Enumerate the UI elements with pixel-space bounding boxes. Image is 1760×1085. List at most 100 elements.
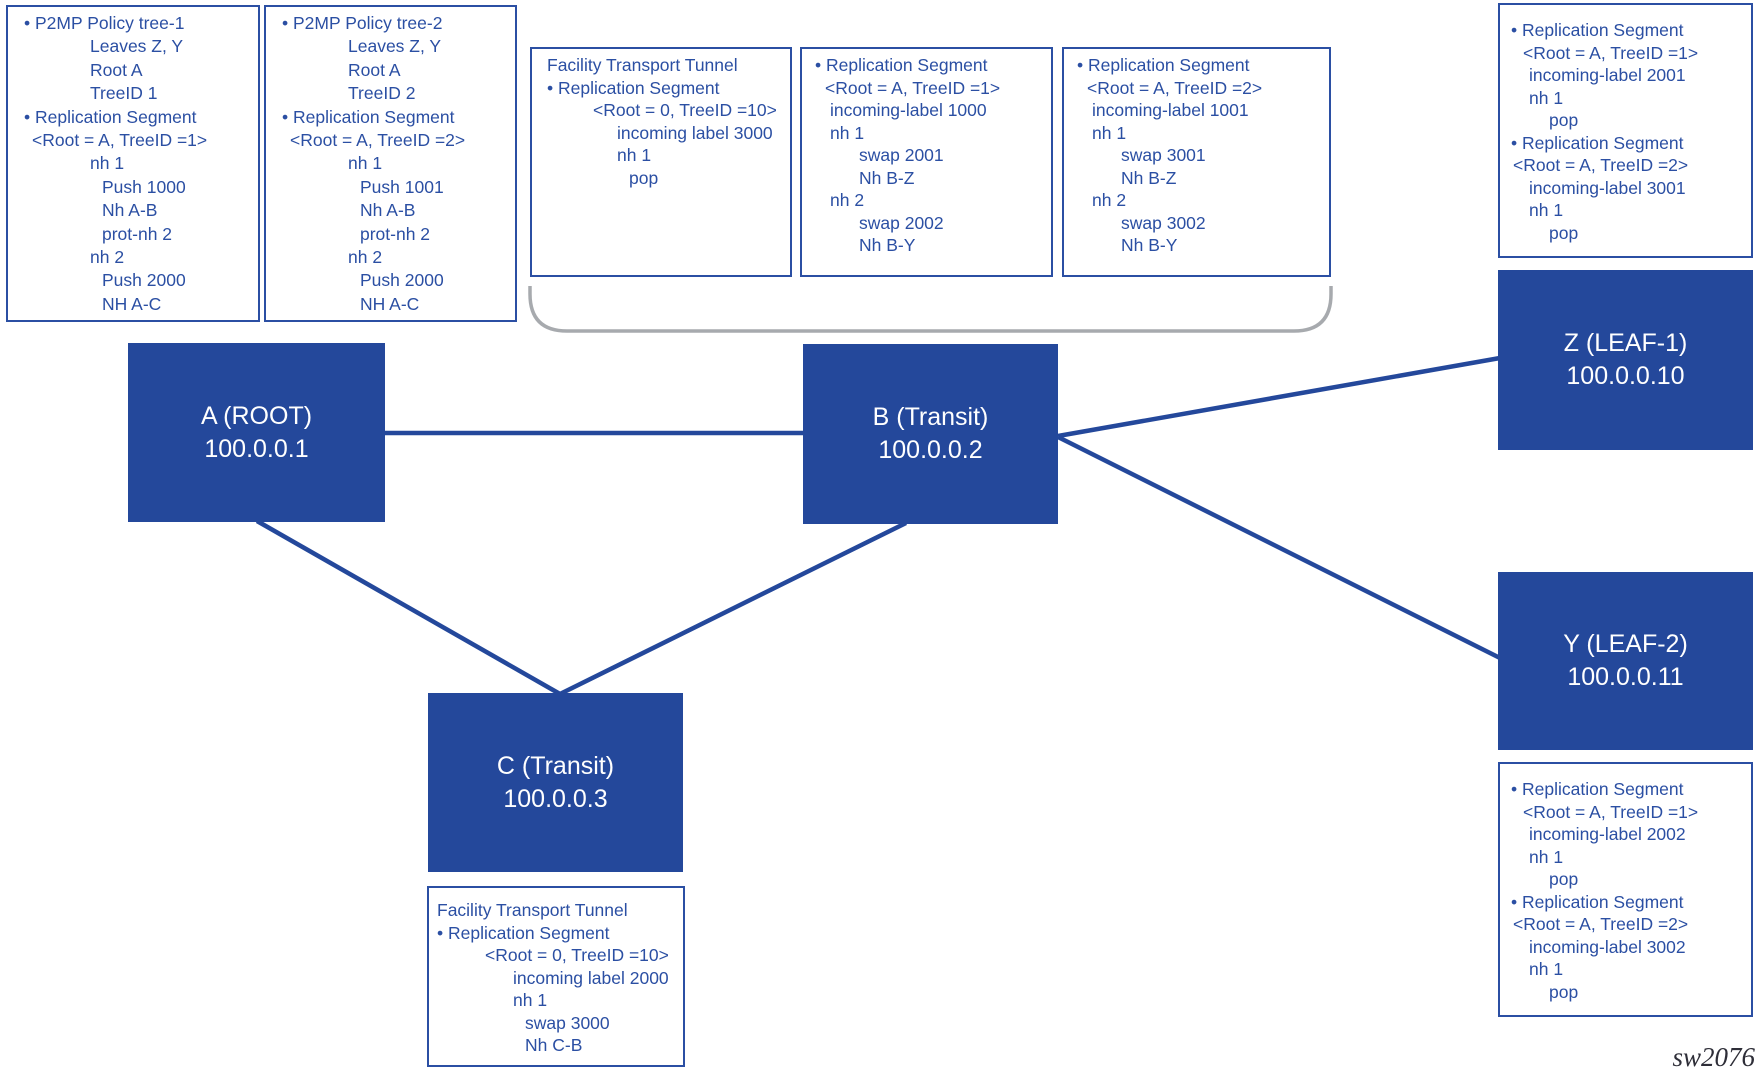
link-b-z bbox=[1057, 355, 1501, 439]
label-line: <Root = A, TreeID =1> bbox=[1523, 42, 1699, 63]
replication-segment-b-tree1-box: • Replication Segment<Root = A, TreeID =… bbox=[800, 47, 1053, 277]
label-line: • Replication Segment bbox=[1511, 20, 1684, 40]
label-line: incoming-label 3002 bbox=[1529, 936, 1686, 957]
replication-segment-y-box: • Replication Segment<Root = A, TreeID =… bbox=[1498, 762, 1753, 1017]
label-line: nh 1 bbox=[1529, 959, 1564, 979]
label-line: swap 2001 bbox=[859, 145, 944, 165]
label-line: pop bbox=[1549, 110, 1579, 130]
label-line: prot-nh 2 bbox=[360, 223, 431, 244]
node-b-title: B (Transit) bbox=[872, 403, 989, 431]
label-line: TreeID 1 bbox=[90, 83, 158, 104]
label-line: • Replication Segment bbox=[437, 922, 610, 943]
label-line: <Root = A, TreeID =2> bbox=[1513, 155, 1689, 175]
link-a-c bbox=[255, 519, 562, 696]
label-line: Root A bbox=[348, 59, 401, 80]
node-b-transit: B (Transit) 100.0.0.2 bbox=[803, 344, 1058, 524]
node-b-ip: 100.0.0.2 bbox=[878, 436, 983, 464]
label-line: swap 2002 bbox=[859, 212, 944, 233]
node-c-ip: 100.0.0.3 bbox=[503, 784, 608, 813]
label-line: • P2MP Policy tree-2 bbox=[282, 13, 443, 33]
label-line: nh 2 bbox=[348, 247, 383, 268]
node-z-title: Z (LEAF-1) bbox=[1563, 329, 1688, 357]
label-line: Push 1001 bbox=[360, 176, 444, 197]
link-b-c bbox=[559, 520, 907, 697]
label-line: incoming-label 2001 bbox=[1529, 65, 1686, 85]
label-line: Nh A-B bbox=[102, 200, 158, 221]
label-line: NH A-C bbox=[102, 293, 162, 314]
label-line: Facility Transport Tunnel bbox=[437, 900, 628, 920]
label-line: • Replication Segment bbox=[1511, 779, 1684, 799]
label-line: nh 1 bbox=[513, 990, 548, 1010]
node-c-title: C (Transit) bbox=[496, 751, 615, 780]
label-line: nh 1 bbox=[1529, 87, 1564, 108]
label-line: nh 1 bbox=[617, 145, 652, 165]
label-line: incoming label 2000 bbox=[513, 967, 669, 988]
label-line: Push 2000 bbox=[102, 270, 186, 291]
label-line: swap 3001 bbox=[1121, 145, 1206, 165]
label-line: prot-nh 2 bbox=[102, 223, 173, 244]
label-line: nh 1 bbox=[830, 122, 865, 143]
label-line: nh 1 bbox=[1529, 200, 1564, 220]
label-line: pop bbox=[1549, 981, 1579, 1002]
label-line: <Root = A, TreeID =2> bbox=[290, 130, 466, 151]
label-line: NH A-C bbox=[360, 293, 420, 314]
node-y-title: Y (LEAF-2) bbox=[1563, 630, 1688, 658]
figure-id-watermark: sw2076 bbox=[1672, 1042, 1755, 1072]
label-line: incoming-label 3001 bbox=[1529, 177, 1686, 198]
label-line: • Replication Segment bbox=[282, 106, 455, 127]
label-line: nh 2 bbox=[90, 247, 125, 268]
node-a-ip: 100.0.0.1 bbox=[204, 434, 309, 463]
replication-segment-b-tree2-box: • Replication Segment<Root = A, TreeID =… bbox=[1062, 47, 1331, 277]
label-line: <Root = A, TreeID =2> bbox=[1513, 914, 1689, 934]
label-line: nh 1 bbox=[1529, 846, 1564, 867]
label-line: Leaves Z, Y bbox=[90, 36, 184, 57]
label-line: <Root = A, TreeID =1> bbox=[825, 77, 1001, 98]
label-line: incoming-label 2002 bbox=[1529, 824, 1686, 844]
label-line: pop bbox=[1549, 222, 1579, 243]
node-b-group-bracket bbox=[528, 286, 1333, 333]
label-line: nh 2 bbox=[1092, 190, 1127, 210]
label-line: • Replication Segment bbox=[1077, 55, 1250, 75]
label-line: pop bbox=[629, 167, 659, 188]
facility-transport-tunnel-c-box: Facility Transport Tunnel• Replication S… bbox=[427, 886, 685, 1067]
label-line: <Root = A, TreeID =1> bbox=[1523, 801, 1699, 822]
label-line: • Replication Segment bbox=[24, 106, 197, 127]
label-line: nh 1 bbox=[90, 153, 125, 174]
label-line: Push 1000 bbox=[102, 176, 186, 197]
label-line: incoming-label 1000 bbox=[830, 100, 987, 120]
label-line: Nh B-Y bbox=[859, 235, 916, 255]
label-line: <Root = 0, TreeID =10> bbox=[485, 945, 669, 965]
label-line: pop bbox=[1549, 869, 1579, 889]
label-line: swap 3000 bbox=[525, 1012, 610, 1033]
node-y-ip: 100.0.0.11 bbox=[1567, 663, 1684, 691]
label-line: Nh A-B bbox=[360, 200, 416, 221]
label-line: <Root = A, TreeID =2> bbox=[1087, 77, 1263, 98]
label-line: • Replication Segment bbox=[815, 55, 988, 75]
label-line: TreeID 2 bbox=[348, 83, 416, 104]
node-y-leaf2: Y (LEAF-2) 100.0.0.11 bbox=[1498, 572, 1753, 750]
node-a-root: A (ROOT) 100.0.0.1 bbox=[128, 343, 385, 522]
label-line: • Replication Segment bbox=[1511, 132, 1684, 153]
label-line: Push 2000 bbox=[360, 270, 444, 291]
label-line: • Replication Segment bbox=[1511, 891, 1684, 912]
label-line: swap 3002 bbox=[1121, 212, 1206, 233]
label-line: nh 2 bbox=[830, 190, 865, 210]
label-line: incoming-label 1001 bbox=[1092, 100, 1249, 120]
node-a-title: A (ROOT) bbox=[200, 401, 313, 430]
label-line: Nh B-Z bbox=[859, 167, 915, 188]
label-line: • Replication Segment bbox=[547, 77, 720, 98]
node-c-transit: C (Transit) 100.0.0.3 bbox=[428, 693, 683, 872]
label-line: <Root = A, TreeID =1> bbox=[32, 130, 208, 151]
label-line: nh 1 bbox=[1092, 122, 1127, 143]
label-line: Nh B-Y bbox=[1121, 235, 1178, 255]
replication-segment-z-box: • Replication Segment<Root = A, TreeID =… bbox=[1498, 3, 1753, 258]
label-line: Facility Transport Tunnel bbox=[547, 55, 738, 75]
label-line: <Root = 0, TreeID =10> bbox=[593, 100, 777, 120]
label-line: nh 1 bbox=[348, 153, 383, 174]
node-z-leaf1: Z (LEAF-1) 100.0.0.10 bbox=[1498, 270, 1753, 450]
label-line: Root A bbox=[90, 59, 143, 80]
